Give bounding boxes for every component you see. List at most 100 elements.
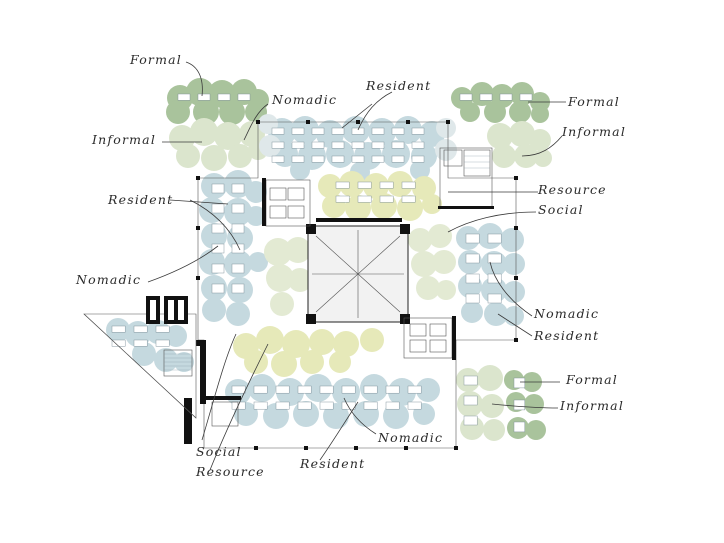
desk <box>297 401 312 410</box>
label-social-s: Social <box>196 444 242 459</box>
desk <box>231 263 245 274</box>
zone-informal-w <box>169 118 268 171</box>
desk <box>311 127 325 135</box>
desk <box>459 93 473 101</box>
desk <box>465 293 480 304</box>
label-nomadic-w: Nomadic <box>75 272 141 287</box>
desk <box>385 401 400 410</box>
label-nomadic-s: Nomadic <box>377 430 443 445</box>
desk <box>391 141 405 149</box>
desk <box>411 155 425 163</box>
desk <box>319 385 334 394</box>
desk <box>463 415 478 426</box>
desk <box>211 243 225 254</box>
desk <box>231 223 245 234</box>
desk <box>271 155 285 163</box>
desk <box>311 141 325 149</box>
desk <box>311 155 325 163</box>
zone-informal-se <box>456 365 505 441</box>
label-resident-w: Resident <box>107 192 173 207</box>
label-resident-e: Resident <box>533 328 599 343</box>
desk <box>513 377 526 389</box>
zone-formal-nw <box>166 78 269 125</box>
desk <box>371 127 385 135</box>
desk <box>371 141 385 149</box>
desk <box>211 203 225 214</box>
desk <box>499 93 513 101</box>
desk <box>133 339 148 347</box>
label-informal-w: Informal <box>91 132 156 147</box>
desk <box>331 155 345 163</box>
label-informal-ne: Informal <box>561 124 626 139</box>
desk <box>291 127 305 135</box>
desk <box>275 401 290 410</box>
desk <box>155 325 170 333</box>
zone-informal-e-inner <box>408 224 456 300</box>
desk <box>231 203 245 214</box>
desk <box>487 273 502 284</box>
zone-resident-s <box>225 374 440 429</box>
desk <box>379 181 394 189</box>
zone-informal-w-inner <box>264 237 312 316</box>
zone-social-s <box>233 326 384 377</box>
desk <box>351 127 365 135</box>
desk <box>253 385 268 394</box>
desk <box>351 141 365 149</box>
desk <box>391 127 405 135</box>
label-formal-ne: Formal <box>567 94 620 109</box>
desk <box>513 421 526 433</box>
label-formal-se: Formal <box>565 372 618 387</box>
zone-nomadic-top <box>258 114 457 161</box>
desk <box>335 195 350 203</box>
desk <box>271 127 285 135</box>
desk <box>407 401 422 410</box>
label-resident-top: Resident <box>365 78 431 93</box>
desk <box>111 339 126 347</box>
desk <box>111 325 126 333</box>
desk <box>211 263 225 274</box>
desk <box>407 385 422 394</box>
desk <box>291 141 305 149</box>
desk <box>133 325 148 333</box>
desk <box>197 93 211 101</box>
desk <box>271 141 285 149</box>
label-nomadic-e: Nomadic <box>533 306 599 321</box>
desk <box>411 141 425 149</box>
desk <box>513 399 526 411</box>
label-resident-s: Resident <box>299 456 365 471</box>
desk <box>463 375 478 386</box>
desk <box>211 223 225 234</box>
desk <box>363 385 378 394</box>
desk <box>363 401 378 410</box>
desk <box>211 183 225 194</box>
zone-labels: Formal Informal Nomadic Resident Formal … <box>75 52 626 479</box>
label-social-e: Social <box>538 202 584 217</box>
desk <box>351 155 365 163</box>
leader-lines <box>147 61 566 471</box>
desk <box>335 181 350 189</box>
building-walls <box>83 120 518 450</box>
desk <box>275 385 290 394</box>
label-resource-s: Resource <box>195 464 265 479</box>
desk <box>231 243 245 254</box>
desk <box>297 385 312 394</box>
desk <box>217 93 231 101</box>
label-formal-nw: Formal <box>129 52 182 67</box>
desk <box>331 127 345 135</box>
desk <box>465 233 480 244</box>
desk <box>211 283 225 294</box>
desk <box>379 195 394 203</box>
desk <box>463 395 478 406</box>
desk <box>487 293 502 304</box>
zone-clouds <box>106 78 552 441</box>
label-nomadic-top: Nomadic <box>271 92 337 107</box>
desk <box>465 253 480 264</box>
desk <box>319 401 334 410</box>
desk <box>487 253 502 264</box>
desk <box>357 195 372 203</box>
desk <box>177 93 191 101</box>
desk <box>519 93 533 101</box>
label-informal-se: Informal <box>559 398 624 413</box>
desk <box>231 283 245 294</box>
desk <box>479 93 493 101</box>
